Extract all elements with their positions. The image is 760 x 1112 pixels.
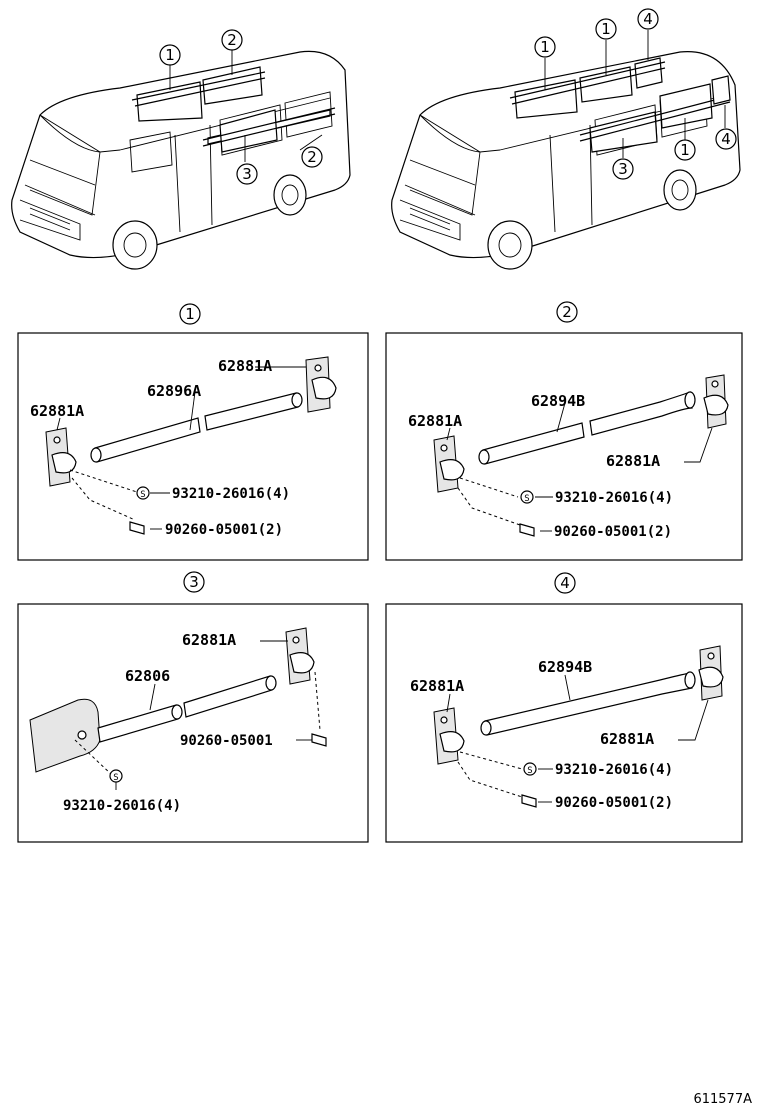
section-2-screw-label: 93210-26016(4) [555,490,673,506]
callout-right-1: 1 [540,38,550,56]
section-4-s-mark: S [527,766,532,776]
section-3-number: 3 [189,573,199,591]
section-3-rail-label: 62806 [125,667,170,685]
callout-left-2b: 2 [307,148,317,166]
section-2-rail-label: 62894B [531,392,585,410]
callout-left-1: 1 [165,46,175,64]
section-1: 1 S 62881A 62896A 62881A 93210-26016(4) … [17,303,369,561]
callout-left-3: 3 [242,165,252,183]
section-2-s-mark: S [524,494,529,504]
section-2-bracket-left-label: 62881A [408,412,462,430]
section-4-bracket-left-label: 62881A [410,677,464,695]
section-1-s-mark: S [140,490,145,500]
callout-right-1c: 1 [680,141,690,159]
callout-right-4: 4 [643,10,653,28]
section-3-screw-label: 93210-26016(4) [63,798,181,814]
section-1-bracket-left-label: 62881A [30,402,84,420]
section-3-frame [17,603,369,843]
section-4-number: 4 [560,574,570,592]
section-2-frame [385,332,743,561]
section-3-s-mark: S [113,773,118,783]
section-2-bracket-right-label: 62881A [606,452,660,470]
section-1-number: 1 [185,305,195,323]
callout-right-3: 3 [618,160,628,178]
section-4-bracket-right-label: 62881A [600,730,654,748]
section-4: 4 S 62881A 62894B 62881A 93210-26016(4) … [385,572,743,843]
section-1-screw-label: 93210-26016(4) [172,486,290,502]
section-1-rail-label: 62896A [147,382,201,400]
section-4-bolt-label: 90260-05001(2) [555,795,673,811]
van-overview-left: 1 2 3 2 [11,29,351,270]
section-3-bolt-label: 90260-05001 [180,733,273,749]
section-4-frame [385,603,743,843]
section-1-bolt-label: 90260-05001(2) [165,522,283,538]
callout-right-1b: 1 [601,20,611,38]
section-3: 3 S 62881A 62806 90260-05001 93210-26016… [17,571,369,843]
section-4-screw-label: 93210-26016(4) [555,762,673,778]
section-2-bolt-label: 90260-05001(2) [554,524,672,540]
section-2: 2 S 62881A 62894B 62881A 93210-26016(4) … [385,301,743,561]
section-1-bracket-top-label: 62881A [218,357,272,375]
section-2-number: 2 [562,303,572,321]
callout-right-4b: 4 [721,130,731,148]
section-4-rail-label: 62894B [538,658,592,676]
section-1-frame [17,332,369,561]
section-3-bracket-top-label: 62881A [182,631,236,649]
van-overview-right: 1 1 4 3 1 4 [391,8,741,270]
figure-code: 611577A [693,1092,752,1107]
callout-left-2: 2 [227,31,237,49]
